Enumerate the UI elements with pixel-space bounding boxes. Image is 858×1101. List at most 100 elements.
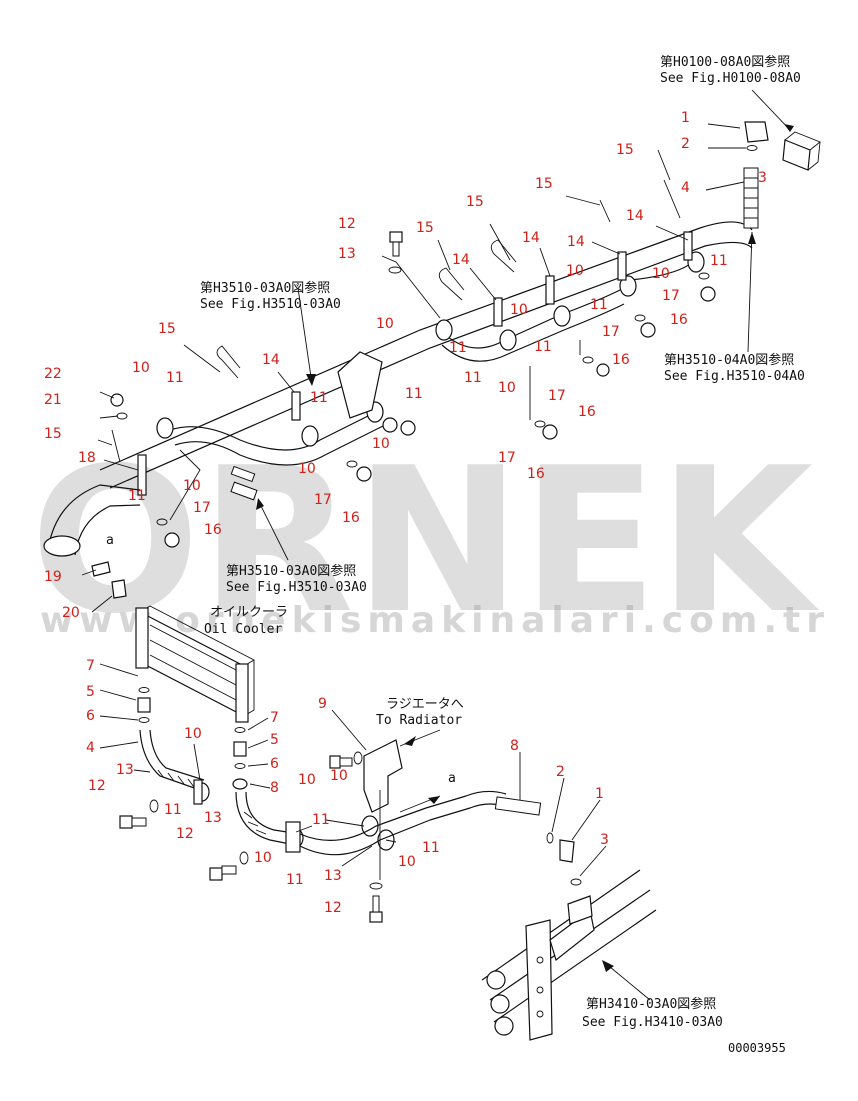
part-label-14: 14 bbox=[522, 230, 540, 246]
upper-leaders bbox=[81, 89, 794, 613]
part-label-2: 2 bbox=[556, 764, 565, 780]
ref-h3510-top-jp: 第H3510-03A0図参照 bbox=[200, 280, 330, 296]
bolt-12-left bbox=[119, 815, 133, 829]
part-label-10: 10 bbox=[298, 461, 316, 477]
part-label-11: 11 bbox=[422, 840, 440, 856]
part-label-16: 16 bbox=[204, 522, 222, 538]
oring-2-top bbox=[746, 145, 758, 151]
part-label-15: 15 bbox=[416, 220, 434, 236]
nut-group bbox=[110, 272, 716, 548]
bolt-10-mid bbox=[329, 755, 341, 769]
upper-hose-assembly bbox=[43, 121, 821, 599]
part-number-labels: 1 2 3 4 15 15 15 15 12 13 14 14 14 14 10… bbox=[44, 110, 767, 916]
part-label-10: 10 bbox=[372, 436, 390, 452]
ref-radiator-jp: ラジエータへ bbox=[386, 697, 464, 712]
part-label-12: 12 bbox=[88, 778, 106, 794]
bracket-9 bbox=[363, 739, 403, 813]
part-label-16: 16 bbox=[342, 510, 360, 526]
part-label-6: 6 bbox=[270, 756, 279, 772]
oil-cooler bbox=[135, 605, 255, 723]
connector-marker-left: a bbox=[106, 533, 114, 548]
part-label-6: 6 bbox=[86, 708, 95, 724]
part-label-10: 10 bbox=[132, 360, 150, 376]
part-label-3: 3 bbox=[758, 170, 767, 186]
part-label-7: 7 bbox=[86, 658, 95, 674]
part-label-15: 15 bbox=[44, 426, 62, 442]
part-label-1: 1 bbox=[681, 110, 690, 126]
part-label-11: 11 bbox=[710, 253, 728, 269]
part-label-9: 9 bbox=[318, 696, 327, 712]
part-label-11: 11 bbox=[166, 370, 184, 386]
frame-assembly bbox=[481, 869, 657, 1041]
watermark-brand: ORNEK bbox=[30, 425, 820, 658]
part-label-11: 11 bbox=[312, 812, 330, 828]
ref-h3510-04-en: See Fig.H3510-04A0 bbox=[664, 369, 805, 384]
lower-pipe-bottom bbox=[174, 424, 386, 466]
part-label-8: 8 bbox=[510, 738, 519, 754]
part-label-16: 16 bbox=[578, 404, 596, 420]
watermark: ORNEK www.ornekismakinalari.com.tr bbox=[30, 425, 824, 658]
part-label-4: 4 bbox=[681, 180, 690, 196]
ref-h3410-jp: 第H3410-03A0図参照 bbox=[586, 996, 716, 1012]
nut-8-lower bbox=[232, 778, 248, 790]
part-label-10: 10 bbox=[510, 302, 528, 318]
lower-hose-assembly bbox=[119, 687, 582, 923]
part-label-21: 21 bbox=[44, 392, 62, 408]
oring-3-lower bbox=[570, 878, 582, 886]
mount-bracket bbox=[337, 351, 383, 419]
upper-pipe-bottom-edge bbox=[109, 241, 753, 489]
part-label-13: 13 bbox=[116, 762, 134, 778]
part-label-5: 5 bbox=[270, 732, 279, 748]
adapter-5-right bbox=[233, 741, 247, 757]
part-label-16: 16 bbox=[527, 466, 545, 482]
part-label-17: 17 bbox=[602, 324, 620, 340]
part-label-13: 13 bbox=[324, 868, 342, 884]
ref-h3510-mid-jp: 第H3510-03A0図参照 bbox=[226, 563, 356, 579]
part-label-10: 10 bbox=[398, 854, 416, 870]
part-label-10: 10 bbox=[330, 768, 348, 784]
ref-oil-cooler-en: Oil Cooler bbox=[204, 622, 282, 637]
part-label-1: 1 bbox=[595, 786, 604, 802]
part-label-17: 17 bbox=[193, 500, 211, 516]
bolt-12-head-top bbox=[389, 231, 403, 243]
part-label-14: 14 bbox=[567, 234, 585, 250]
part-label-10: 10 bbox=[652, 266, 670, 282]
bolt-12-shank-top bbox=[392, 241, 400, 257]
part-label-11: 11 bbox=[449, 340, 467, 356]
part-label-17: 17 bbox=[662, 288, 680, 304]
cooler-left-tank bbox=[135, 607, 149, 669]
lower-leaders bbox=[99, 663, 607, 877]
part-label-22: 22 bbox=[44, 366, 62, 382]
part-label-19: 19 bbox=[44, 569, 62, 585]
part-label-12: 12 bbox=[324, 900, 342, 916]
part-label-14: 14 bbox=[262, 352, 280, 368]
ref-h0100-jp: 第H0100-08A0図参照 bbox=[660, 54, 790, 70]
part-label-11: 11 bbox=[590, 297, 608, 313]
oring-2-lower bbox=[546, 832, 554, 844]
elbow-1-lower bbox=[559, 839, 575, 863]
part-label-13: 13 bbox=[204, 810, 222, 826]
adapter-5-left bbox=[137, 697, 151, 713]
part-label-11: 11 bbox=[310, 390, 328, 406]
part-label-2: 2 bbox=[681, 136, 690, 152]
part-label-8: 8 bbox=[270, 780, 279, 796]
part-label-14: 14 bbox=[626, 208, 644, 224]
elbow-hose-18-outer bbox=[49, 484, 141, 541]
part-label-12: 12 bbox=[338, 216, 356, 232]
part-label-10: 10 bbox=[298, 772, 316, 788]
part-label-11: 11 bbox=[286, 872, 304, 888]
reference-callouts: 第H0100-08A0図参照 See Fig.H0100-08A0 第H3510… bbox=[106, 54, 805, 1055]
ref-radiator-en: To Radiator bbox=[376, 713, 462, 728]
part-label-15: 15 bbox=[158, 321, 176, 337]
part-label-10: 10 bbox=[498, 380, 516, 396]
part-label-16: 16 bbox=[670, 312, 688, 328]
part-label-13: 13 bbox=[338, 246, 356, 262]
frame-bracket bbox=[525, 919, 553, 1041]
part-label-11: 11 bbox=[534, 339, 552, 355]
washer-13-top bbox=[388, 266, 402, 274]
part-label-10: 10 bbox=[376, 316, 394, 332]
elbow-1-top bbox=[744, 121, 769, 143]
part-label-11: 11 bbox=[464, 370, 482, 386]
document-number: 00003955 bbox=[728, 1041, 786, 1055]
